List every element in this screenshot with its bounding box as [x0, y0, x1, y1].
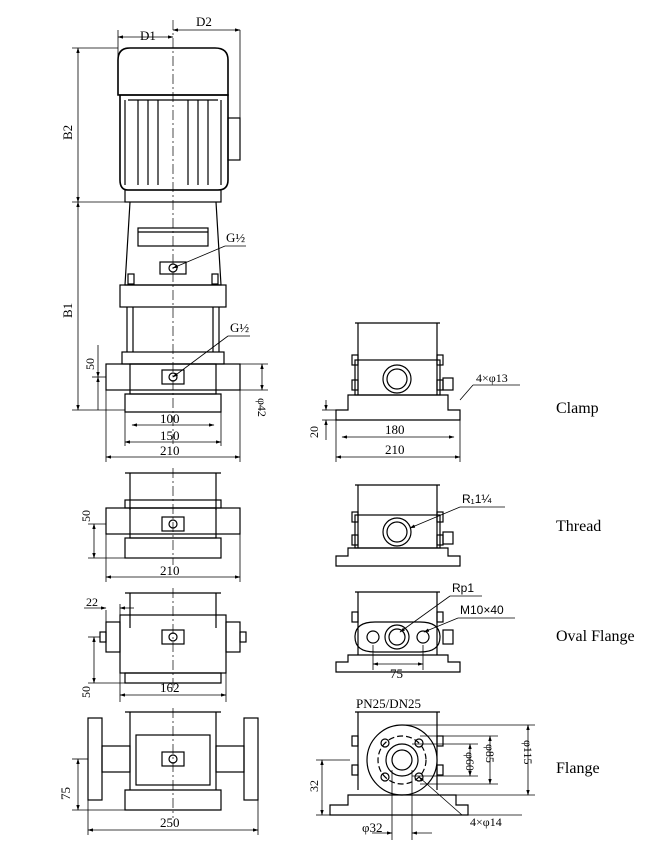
flange-pump-view: [72, 708, 259, 835]
clamp-side-view: [322, 322, 520, 462]
dim-22: 22: [86, 595, 98, 609]
dim-g-half-top: G½: [226, 230, 245, 245]
flange-side-view: [316, 711, 535, 840]
dim-50-main: 50: [83, 358, 97, 370]
dim-162: 162: [160, 680, 180, 695]
dim-rp1: Rp1: [452, 581, 474, 595]
dim-phi32: φ32: [362, 820, 383, 835]
dim-pn-dn: PN25/DN25: [356, 696, 421, 711]
oval-flange-side-view: [335, 591, 515, 673]
terminal-box: [227, 117, 241, 161]
main-pump-view: [72, 20, 268, 462]
dim-150: 150: [160, 428, 180, 443]
dim-250: 250: [160, 815, 180, 830]
dim-100: 100: [160, 411, 180, 426]
dim-phi115: φ115: [521, 740, 535, 764]
label-clamp: Clamp: [556, 400, 599, 417]
dim-75-flange: 75: [58, 787, 73, 800]
label-flange: Flange: [556, 760, 600, 777]
dim-holes-14: 4×φ14: [470, 815, 502, 829]
dim-b1: B1: [60, 303, 75, 318]
dim-d1: D1: [140, 28, 156, 43]
dim-180: 180: [385, 422, 405, 437]
dim-210-thread: 210: [160, 563, 180, 578]
dim-d2: D2: [196, 14, 212, 29]
thread-side-view: [335, 484, 505, 567]
dim-g-half-bottom: G½: [230, 320, 249, 335]
dim-32: 32: [307, 780, 321, 792]
dim-20: 20: [307, 426, 321, 438]
motor-body: [119, 94, 229, 191]
dim-phi85: φ85: [483, 744, 497, 763]
motor-cap: [117, 47, 229, 96]
thread-pump-view: [88, 468, 241, 582]
dim-210-clamp: 210: [385, 442, 405, 457]
dim-r-thread: R₁1¼: [462, 492, 492, 506]
dim-holes-13: 4×φ13: [476, 371, 508, 385]
dim-75-oval: 75: [390, 666, 403, 681]
dim-50-oval: 50: [79, 686, 93, 698]
dim-210-main: 210: [160, 443, 180, 458]
label-oval-flange: Oval Flange: [556, 628, 635, 645]
dim-b2: B2: [60, 125, 75, 140]
label-thread: Thread: [556, 518, 601, 535]
oval-flange-pump-view: [84, 588, 247, 702]
dim-phi60: φ60: [463, 752, 477, 771]
dim-m10: M10×40: [460, 603, 504, 617]
dim-phi42: φ42: [255, 398, 269, 417]
dim-50-thread: 50: [79, 510, 93, 522]
